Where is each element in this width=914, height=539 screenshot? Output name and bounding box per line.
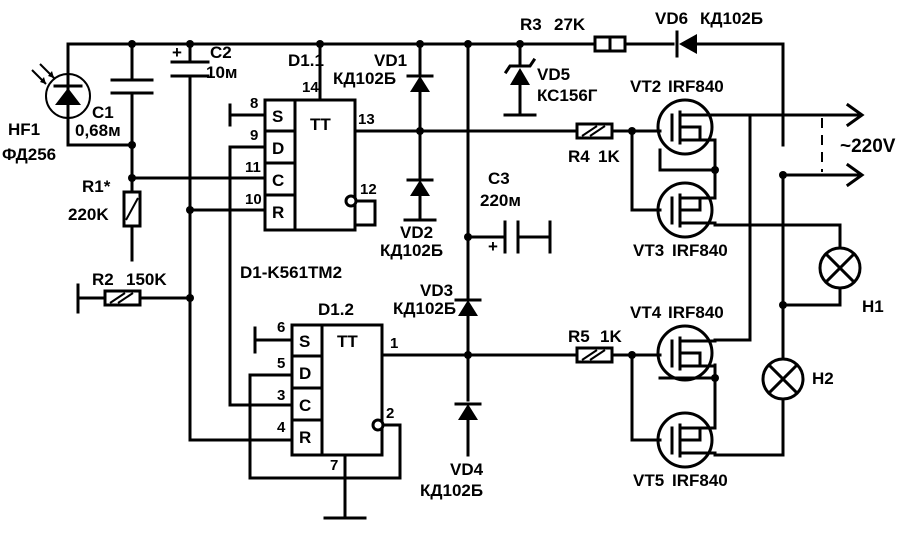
vt2-ref: VT2 [630,77,661,96]
lamp-h2 [761,357,805,401]
c2-ref: C2 [210,43,232,62]
d12-s: S [299,332,310,351]
r5-value: 1K [600,327,622,346]
d11-r: R [272,203,284,222]
mosfet-vt4 [656,324,717,382]
vt5-ref: VT5 [633,471,664,490]
c1-ref: C1 [92,103,114,122]
r4-ref: R4 [568,147,590,166]
mains-label: ~220V [840,136,896,157]
d12-pin1: 1 [390,335,398,352]
vt3-ref: VT3 [633,241,664,260]
d11-c: C [272,171,284,190]
r3-value: 27K [554,15,586,34]
r4-value: 1K [598,147,620,166]
r2-value: 150K [126,270,167,289]
d12-pin4: 4 [277,419,286,436]
diode-vd1 [406,74,434,92]
d12-c: C [299,396,311,415]
r2-ref: R2 [92,270,114,289]
vd3-part: КД102Б [393,299,456,318]
vt5-part: IRF840 [672,471,728,490]
vt3-part: IRF840 [672,241,728,260]
c2-value: 10м [206,63,238,82]
vt4-part: IRF840 [668,303,724,322]
hf1-part: ФД256 [2,145,56,164]
d12-d: D [299,364,311,383]
mains-arrows [845,102,865,188]
d11-pin10: 10 [245,191,262,208]
junction-dots [128,40,787,382]
vd5-ref: VD5 [537,65,570,84]
diode-vd6 [675,30,697,58]
vd6-ref: VD6 [655,9,688,28]
d11-pin9: 9 [250,127,258,144]
vd4-part: КД102Б [420,481,483,500]
hf1-ref: HF1 [8,120,40,139]
resistor-r5 [575,346,614,364]
mosfet-vt3 [656,181,717,239]
c3-plus: + [488,237,498,256]
c1-value: 0,68м [75,121,121,140]
r1-ref: R1* [82,177,111,196]
vd6-part: КД102Б [700,9,763,28]
d1-2-label: D1.2 [318,300,354,319]
capacitor-c3 [503,220,520,254]
d11-pin11: 11 [245,159,261,176]
r3-ref: R3 [520,15,542,34]
d11-tt: TT [310,115,331,134]
r5-ref: R5 [568,327,590,346]
h1-ref: H1 [862,297,884,316]
vd5-part: КС156Г [537,86,598,105]
resistor-r1 [122,190,142,228]
vd1-ref: VD1 [374,51,407,70]
resistor-r3 [593,35,627,53]
vd2-ref: VD2 [400,223,433,242]
r1-value: 220K [68,205,109,224]
capacitor-c2 [170,60,210,78]
c2-plus: + [172,43,182,62]
d1-1-label: D1.1 [288,51,324,70]
h2-ref: H2 [812,369,834,388]
c3-value: 220м [480,191,521,210]
zener-vd5 [503,57,537,85]
d11-pin14: 14 [302,79,319,96]
flipflop-d1-1 [263,98,358,232]
flipflop-d1-2 [290,323,385,457]
lamp-h1 [818,246,862,290]
d12-r: R [299,428,311,447]
vt2-part: IRF840 [668,77,724,96]
capacitor-c1 [110,78,154,95]
d11-d: D [272,139,284,158]
diode-vd4 [454,402,482,420]
photodiode-hf1 [31,63,91,120]
mosfet-vt2 [656,98,717,156]
d11-s: S [272,107,283,126]
vt4-ref: VT4 [630,303,662,322]
resistor-r4 [575,122,614,140]
d12-pin6: 6 [277,319,285,336]
vd4-ref: VD4 [450,460,484,479]
d1-part: D1-K561TM2 [240,263,342,282]
d11-pin12: 12 [360,181,377,198]
vd1-part: КД102Б [333,69,396,88]
d11-pin8: 8 [250,95,258,112]
wiring [66,42,862,520]
c3-ref: C3 [488,169,510,188]
d12-tt: TT [337,332,358,351]
mosfet-vt5 [656,411,717,469]
d12-pin5: 5 [277,355,285,372]
vd2-part: КД102Б [380,241,443,260]
resistor-r2 [103,289,142,307]
diode-vd3 [454,298,482,316]
d11-pin13: 13 [358,111,375,128]
d12-pin3: 3 [277,387,285,404]
d12-pin7: 7 [330,457,338,474]
vd3-ref: VD3 [420,281,453,300]
diode-vd2 [406,178,434,196]
d12-pin2: 2 [386,405,394,422]
